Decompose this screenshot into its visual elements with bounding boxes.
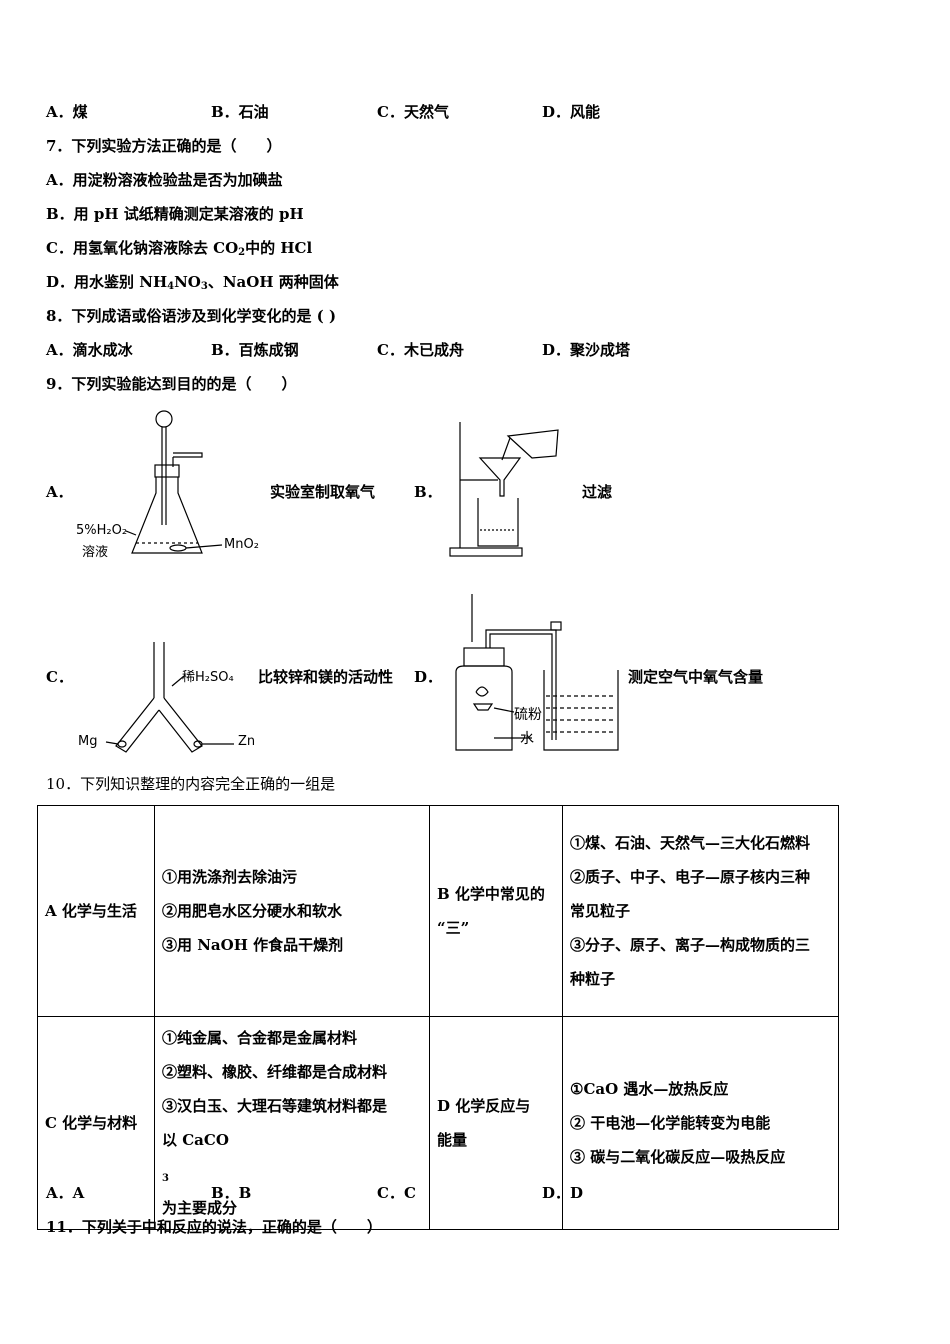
q7-option-c: C．用氢氧化钠溶液除去 CO2中的 HCl — [46, 238, 312, 258]
list-item: ①CaO 遇水—放热反应 — [570, 1080, 729, 1098]
list-item: 以 CaCO 3 为主要成分 — [162, 1123, 422, 1225]
q7-c-text-end: 中的 HCl — [245, 239, 313, 257]
mg-label: Mg — [78, 734, 98, 749]
q7-d-subscript-2: 3 — [200, 281, 208, 292]
q7-option-d: D．用水鉴别 NH4NO3、NaOH 两种固体 — [46, 272, 339, 292]
list-item: 种粒子 — [570, 970, 616, 988]
list-item: ②用肥皂水区分硬水和软水 — [162, 902, 343, 920]
cell-a-head: A 化学与生活 — [37, 805, 155, 1017]
caco3-text: 以 CaCO — [162, 1131, 229, 1149]
q10-option-b: B．B — [211, 1184, 252, 1202]
q8-option-c: C．木已成舟 — [377, 341, 464, 359]
table-row: A 化学与生活 ①用洗涤剂去除油污 ②用肥皂水区分硬水和软水 ③用 NaOH 作… — [37, 805, 839, 1017]
oxygen-generator-diagram: 5%H₂O₂ 溶液 MnO₂ — [74, 405, 274, 565]
q7-d-text-end: 、NaOH 两种固体 — [207, 273, 339, 291]
q7-option-a: A．用淀粉溶液检验盐是否为加碘盐 — [46, 171, 283, 189]
list-item: ②塑料、橡胶、纤维都是合成材料 — [162, 1063, 388, 1081]
zn-label: Zn — [238, 734, 256, 749]
list-item: ③分子、原子、离子—构成物质的三 — [570, 936, 811, 954]
cell-d-head-line1: D 化学反应与 — [437, 1097, 531, 1115]
cell-b-items: ①煤、石油、天然气—三大化石燃料 ②质子、中子、电子—原子核内三种 常见粒子 ③… — [562, 805, 839, 1017]
q7-c-text: C．用氢氧化钠溶液除去 CO — [46, 239, 239, 257]
q8-option-b: B．百炼成钢 — [211, 341, 299, 359]
q10-option-d: D．D — [542, 1184, 584, 1202]
cell-b-head: B 化学中常见的 “三” — [429, 805, 563, 1017]
oxygen-measurement-diagram: 硫粉 水 — [446, 592, 626, 758]
list-item: ② 干电池—化学能转变为电能 — [570, 1114, 771, 1132]
cell-d-items: ①CaO 遇水—放热反应 ② 干电池—化学能转变为电能 ③ 碳与二氧化碳反应—吸… — [562, 1016, 839, 1230]
list-item: ①煤、石油、天然气—三大化石燃料 — [570, 834, 811, 852]
q7-stem: 7．下列实验方法正确的是（ ） — [46, 137, 282, 155]
q9-option-d-caption: 测定空气中氧气含量 — [628, 668, 764, 686]
cell-c-items: ①纯金属、合金都是金属材料 ②塑料、橡胶、纤维都是合成材料 ③汉白玉、大理石等建… — [154, 1016, 430, 1230]
sulfur-powder-label: 硫粉 — [514, 707, 542, 723]
cell-b-head-line2: “三” — [437, 919, 470, 937]
q6-option-b: B．石油 — [211, 103, 269, 121]
q7-option-b: B．用 pH 试纸精确测定某溶液的 pH — [46, 205, 304, 223]
list-item: ②质子、中子、电子—原子核内三种 — [570, 868, 811, 886]
q9-option-c-caption: 比较锌和镁的活动性 — [258, 668, 394, 686]
list-item: ①用洗涤剂去除油污 — [162, 868, 298, 886]
mno2-label: MnO₂ — [224, 537, 259, 552]
q10-stem: 10．下列知识整理的内容完全正确的一组是 — [46, 775, 336, 793]
list-item: ①纯金属、合金都是金属材料 — [162, 1029, 358, 1047]
q8-option-a: A．滴水成冰 — [46, 341, 133, 359]
q9-option-c-letter: C． — [46, 668, 73, 686]
solution-label: 溶液 — [82, 545, 109, 560]
dilute-h2so4-label: 稀H₂SO₄ — [182, 670, 234, 685]
cell-d-head-line2: 能量 — [437, 1131, 468, 1149]
q7-d-text: D．用水鉴别 NH — [46, 273, 168, 291]
q9-option-a-letter: A． — [46, 483, 73, 501]
table-row: C 化学与材料 ①纯金属、合金都是金属材料 ②塑料、橡胶、纤维都是合成材料 ③汉… — [37, 1016, 839, 1230]
q10-option-a: A．A — [46, 1184, 85, 1202]
q7-d-subscript-1: 4 — [167, 281, 175, 292]
q9-option-b-letter: B． — [414, 483, 442, 501]
q9-option-b-caption: 过滤 — [582, 483, 613, 501]
caco3-subscript: 3 — [162, 1173, 169, 1184]
q9-stem: 9．下列实验能达到目的的是（ ） — [46, 375, 297, 393]
q6-option-a: A．煤 — [46, 103, 88, 121]
q7-c-subscript: 2 — [238, 247, 246, 258]
water-label: 水 — [520, 731, 534, 747]
q9-option-d-letter: D． — [414, 668, 443, 686]
knowledge-table: A 化学与生活 ①用洗涤剂去除油污 ②用肥皂水区分硬水和软水 ③用 NaOH 作… — [37, 805, 839, 1230]
cell-b-head-line1: B 化学中常见的 — [437, 885, 545, 903]
q10-option-c: C．C — [377, 1184, 416, 1202]
q6-option-c: C．天然气 — [377, 103, 449, 121]
cell-d-head: D 化学反应与 能量 — [429, 1016, 563, 1230]
list-item: ③汉白玉、大理石等建筑材料都是 — [162, 1097, 388, 1115]
q8-stem: 8．下列成语或俗语涉及到化学变化的是 ( ) — [46, 307, 337, 325]
q9-option-a-caption: 实验室制取氧气 — [270, 483, 376, 501]
list-item: ③用 NaOH 作食品干燥剂 — [162, 936, 344, 954]
y-tube-diagram: 稀H₂SO₄ Mg Zn — [76, 638, 266, 758]
caco3-text-end: 为主要成分 — [162, 1199, 238, 1217]
q11-stem: 11．下列关于中和反应的说法，正确的是（ ） — [46, 1218, 382, 1236]
list-item: 常见粒子 — [570, 902, 631, 920]
list-item: ③ 碳与二氧化碳反应—吸热反应 — [570, 1148, 786, 1166]
h2o2-label: 5%H₂O₂ — [76, 523, 128, 538]
q8-option-d: D．聚沙成塔 — [542, 341, 631, 359]
filtration-diagram — [440, 410, 570, 560]
q6-option-d: D．风能 — [542, 103, 601, 121]
q7-d-text-mid: NO — [174, 273, 201, 291]
cell-a-items: ①用洗涤剂去除油污 ②用肥皂水区分硬水和软水 ③用 NaOH 作食品干燥剂 — [154, 805, 430, 1017]
